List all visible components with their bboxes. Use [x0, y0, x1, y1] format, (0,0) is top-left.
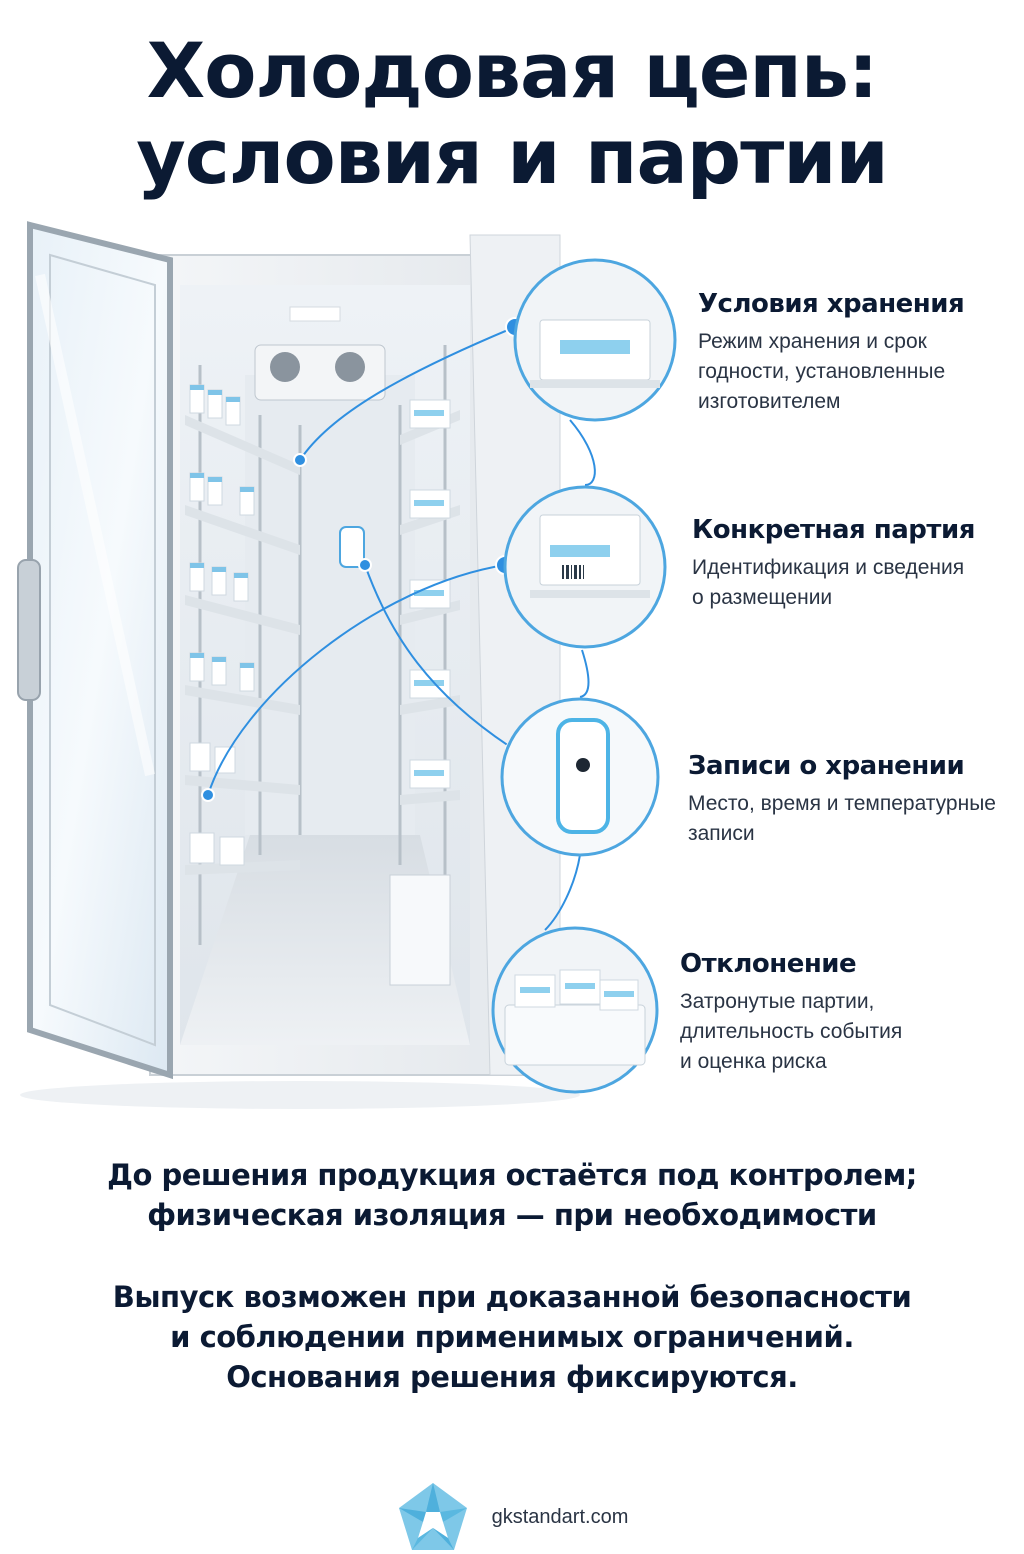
- floor-bin: [389, 874, 451, 986]
- callout-line: годности, установленные: [698, 360, 946, 383]
- callout-line: записи: [688, 822, 755, 845]
- back-wall: [245, 375, 415, 835]
- pentagon-star-logo: [398, 1483, 467, 1550]
- glass-door-inner-frame: [49, 253, 156, 1047]
- website-url[interactable]: gkstandart.com: [491, 1505, 629, 1528]
- callout-line: Место, время и температурные: [688, 792, 996, 815]
- title-line-2: условия и партии: [136, 112, 889, 201]
- callout-line: длительность события: [680, 1020, 903, 1043]
- left-shelves: [185, 415, 300, 875]
- callout-line: Затронутые партии,: [680, 990, 875, 1013]
- callout-description: Место, время и температурные записи: [688, 789, 996, 849]
- release-statement: Выпуск возможен при доказанной безопасно…: [0, 1277, 1024, 1397]
- control-statement-line-2: физическая изоляция — при необходимости: [147, 1198, 877, 1232]
- glass-reflection: [35, 273, 155, 777]
- release-statement-line-3: Основания решения фиксируются.: [226, 1360, 798, 1394]
- callout-specific-batch: Конкретная партия Идентификация и сведен…: [692, 515, 975, 613]
- cold-room-scene: Условия хранения Режим хранения и срок г…: [0, 215, 1024, 1115]
- right-shelving: [398, 345, 447, 975]
- detail-circle-storage-conditions: [513, 258, 677, 422]
- detail-circle-deviation: [491, 926, 659, 1094]
- detail-circle-batch: [503, 485, 667, 649]
- wall-temperature-sensor: [339, 526, 365, 568]
- fan-right: [335, 352, 365, 382]
- callout-storage-records: Записи о хранении Место, время и темпера…: [688, 751, 996, 849]
- door-handle: [17, 559, 41, 701]
- release-statement-line-2: и соблюдении применимых ограничений.: [170, 1320, 854, 1354]
- release-statement-line-1: Выпуск возможен при доказанной безопасно…: [112, 1280, 912, 1314]
- right-box-labels: [414, 410, 444, 776]
- callout-deviation: Отклонение Затронутые партии, длительнос…: [680, 949, 902, 1077]
- title-line-1: Холодовая цепь:: [146, 26, 879, 115]
- callout-line: изготовителем: [698, 390, 841, 413]
- callout-line: Идентификация и сведения: [692, 556, 965, 579]
- callout-title: Условия хранения: [698, 289, 965, 319]
- control-statement-line-1: До решения продукция остаётся под контро…: [107, 1158, 917, 1192]
- temperature-sensor-icon: [556, 718, 610, 834]
- callout-title: Конкретная партия: [692, 515, 975, 545]
- connector-lines: [207, 326, 596, 931]
- callout-line: о размещении: [692, 586, 833, 609]
- callout-line: Режим хранения и срок: [698, 330, 927, 353]
- page-title: Холодовая цепь: условия и партии: [0, 28, 1024, 200]
- left-bottle-caps: [190, 385, 254, 668]
- callout-title: Отклонение: [680, 949, 857, 979]
- floor-reflection: [20, 1081, 580, 1109]
- control-statement: До решения продукция остаётся под контро…: [0, 1155, 1024, 1235]
- callout-title: Записи о хранении: [688, 751, 965, 781]
- callout-description: Режим хранения и срок годности, установл…: [698, 327, 964, 417]
- callout-description: Идентификация и сведения о размещении: [692, 553, 975, 613]
- walk-in-freezer-illustration: [17, 221, 677, 1109]
- footer: gkstandart.com: [0, 1480, 1024, 1554]
- callout-storage-conditions: Условия хранения Режим хранения и срок г…: [698, 289, 965, 417]
- ceiling-light: [289, 306, 341, 322]
- callout-line: и оценка риска: [680, 1050, 827, 1073]
- callout-description: Затронутые партии, длительность события …: [680, 987, 902, 1077]
- detail-circle-records: [500, 697, 660, 857]
- glass-door: [27, 221, 173, 1080]
- boxes-in-bin-icon: [504, 1004, 646, 1066]
- fan-left: [270, 352, 300, 382]
- left-bottles: [189, 384, 255, 866]
